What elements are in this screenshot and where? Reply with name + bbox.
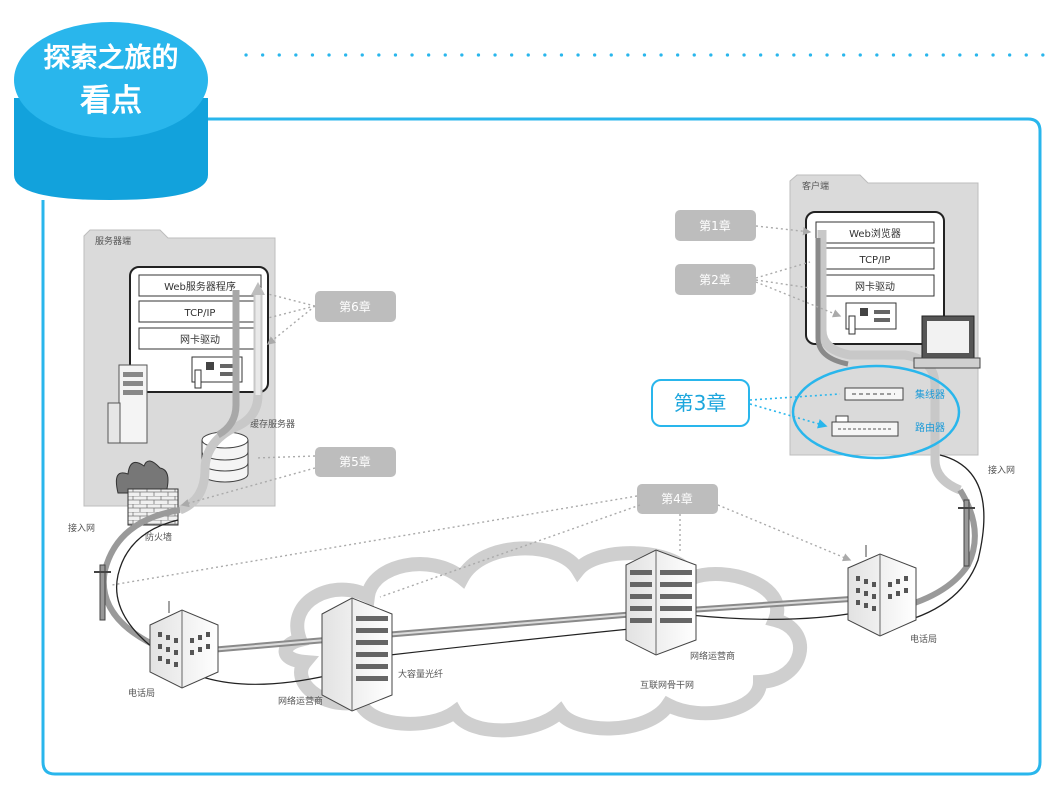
building-icon [321, 597, 393, 712]
chapter-2-callout: 第2章 [675, 261, 840, 316]
hub-icon [844, 387, 904, 401]
isp-left-label: 网络运营商 [278, 695, 323, 707]
client-layer-tcpip: TCP/IP [859, 255, 891, 266]
utility-pole-icon [94, 564, 111, 621]
server-flow-path [178, 290, 263, 515]
chapter-6-label: 第6章 [339, 299, 371, 314]
server-access-net-label: 接入网 [68, 522, 95, 534]
chapter-1-callout: 第1章 [675, 210, 812, 241]
client-access-net-label: 接入网 [988, 464, 1015, 476]
web-server-icon [107, 364, 148, 444]
utility-pole-icon [958, 499, 975, 567]
title-line-2: 看点 [80, 83, 142, 119]
building-icon [625, 549, 697, 656]
client-title: 客户端 [802, 180, 829, 192]
client-layer-browser: Web浏览器 [849, 227, 901, 240]
chapter-3-label: 第3章 [674, 391, 727, 415]
building-icon [847, 545, 917, 637]
chapter-5-callout: 第5章 [182, 447, 396, 505]
hub-label: 集线器 [915, 388, 945, 401]
backbone-label: 互联网骨干网 [640, 680, 694, 691]
client-layer-driver: 网卡驱动 [855, 280, 895, 293]
server-layer-driver: 网卡驱动 [180, 333, 220, 346]
chapter-5-label: 第5章 [339, 454, 371, 469]
isp-right-label: 网络运营商 [690, 650, 735, 662]
phone-office-right-label: 电话局 [910, 633, 937, 645]
server-layer-app: Web服务器程序 [164, 280, 236, 293]
device-highlight-ellipse [791, 364, 961, 460]
firewall-label: 防火墙 [145, 531, 172, 543]
nic-card-icon [845, 302, 897, 335]
phone-office-left-label: 电话局 [128, 687, 155, 699]
chapter-4-callout: 第4章 [111, 484, 850, 598]
server-title: 服务器端 [95, 235, 131, 247]
chapter-2-label: 第2章 [699, 272, 731, 287]
chapter-1-label: 第1章 [699, 218, 731, 233]
chapter-4-label: 第4章 [661, 491, 693, 506]
fiber-label: 大容量光纤 [398, 668, 443, 680]
main-frame [41, 117, 1042, 776]
title-line-1: 探索之旅的 [44, 42, 179, 74]
building-icon [149, 601, 219, 689]
chapter-6-callout: 第6章 [268, 291, 396, 344]
cache-server-label: 缓存服务器 [250, 418, 295, 430]
server-layer-tcpip: TCP/IP [184, 308, 216, 319]
chapter-3-callout: 第3章 [651, 379, 841, 426]
header-badge: 探索之旅的 看点 [14, 22, 208, 200]
router-label: 路由器 [915, 421, 945, 434]
monitor-icon [913, 315, 981, 369]
